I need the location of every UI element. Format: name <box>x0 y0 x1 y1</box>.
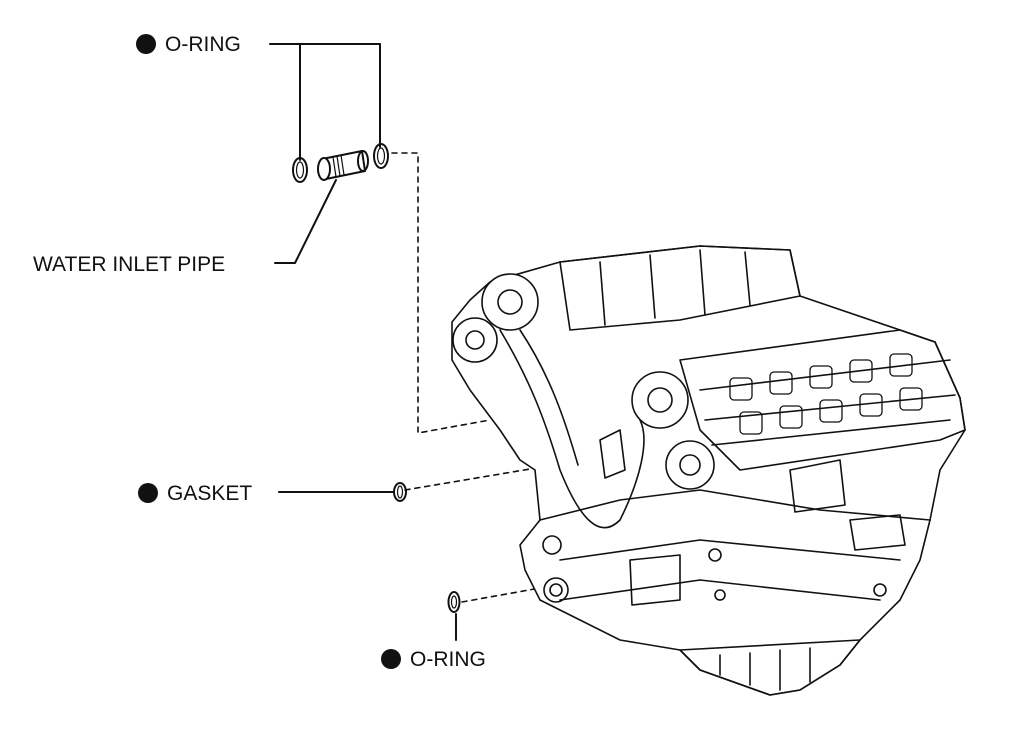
label-o-ring-bottom: O-RING <box>410 648 486 671</box>
o-ring-top-right-icon <box>373 143 389 169</box>
new-part-marker-icon <box>381 649 401 669</box>
label-gasket: GASKET <box>167 482 253 505</box>
leader-lines <box>269 43 457 641</box>
label-o-ring-top: O-RING <box>165 33 241 56</box>
o-ring-bottom-icon <box>447 591 461 613</box>
o-ring-top-left-icon <box>292 157 308 183</box>
gasket-icon <box>393 482 407 502</box>
water-inlet-pipe-icon <box>317 150 369 181</box>
label-water-inlet-pipe: WATER INLET PIPE <box>33 253 226 276</box>
new-part-marker-icon <box>136 34 156 54</box>
new-part-marker-icon <box>138 483 158 503</box>
engine-assembly-illustration <box>451 245 966 696</box>
